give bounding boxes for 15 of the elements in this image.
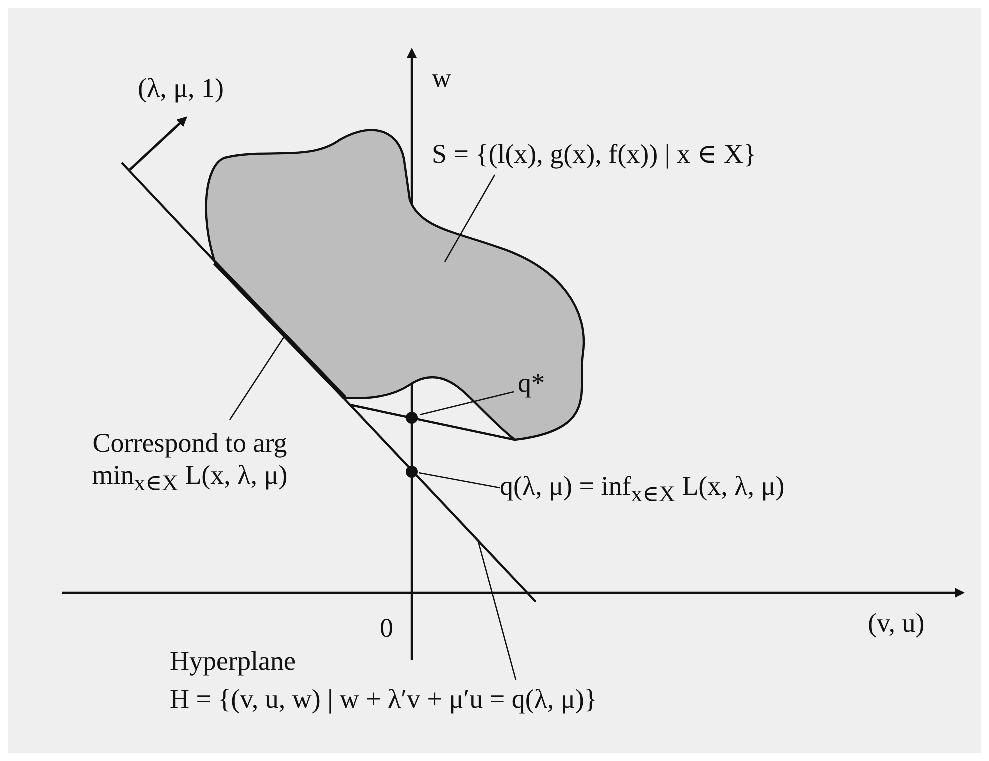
leader-line xyxy=(420,391,514,416)
leader-line xyxy=(229,336,286,420)
hyperplane-heading: Hyperplane xyxy=(170,645,297,678)
hyperplane-equation: H = {(v, u, w) | w + λ′v + μ′u = q(λ, μ)} xyxy=(170,683,598,716)
optimum-label: q* xyxy=(518,367,545,400)
dual-function-label: q(λ, μ) = inf$_{x∈X}$ L(x, λ, μ) xyxy=(500,470,785,508)
leader-line xyxy=(477,540,517,680)
axis-label: w xyxy=(432,62,452,94)
axis-label: (v, u) xyxy=(868,607,925,640)
leader-line xyxy=(418,472,500,489)
normal-vector-label: (λ, μ, 1) xyxy=(138,72,224,104)
leader-line xyxy=(444,174,496,262)
set-definition-label: S = {(l(x), g(x), f(x)) | x ∈ X} xyxy=(432,138,756,170)
correspondence-note: Correspond to arg min$_{x∈X}$ L(x, λ, μ) xyxy=(60,427,320,497)
origin-label: 0 xyxy=(380,612,394,644)
